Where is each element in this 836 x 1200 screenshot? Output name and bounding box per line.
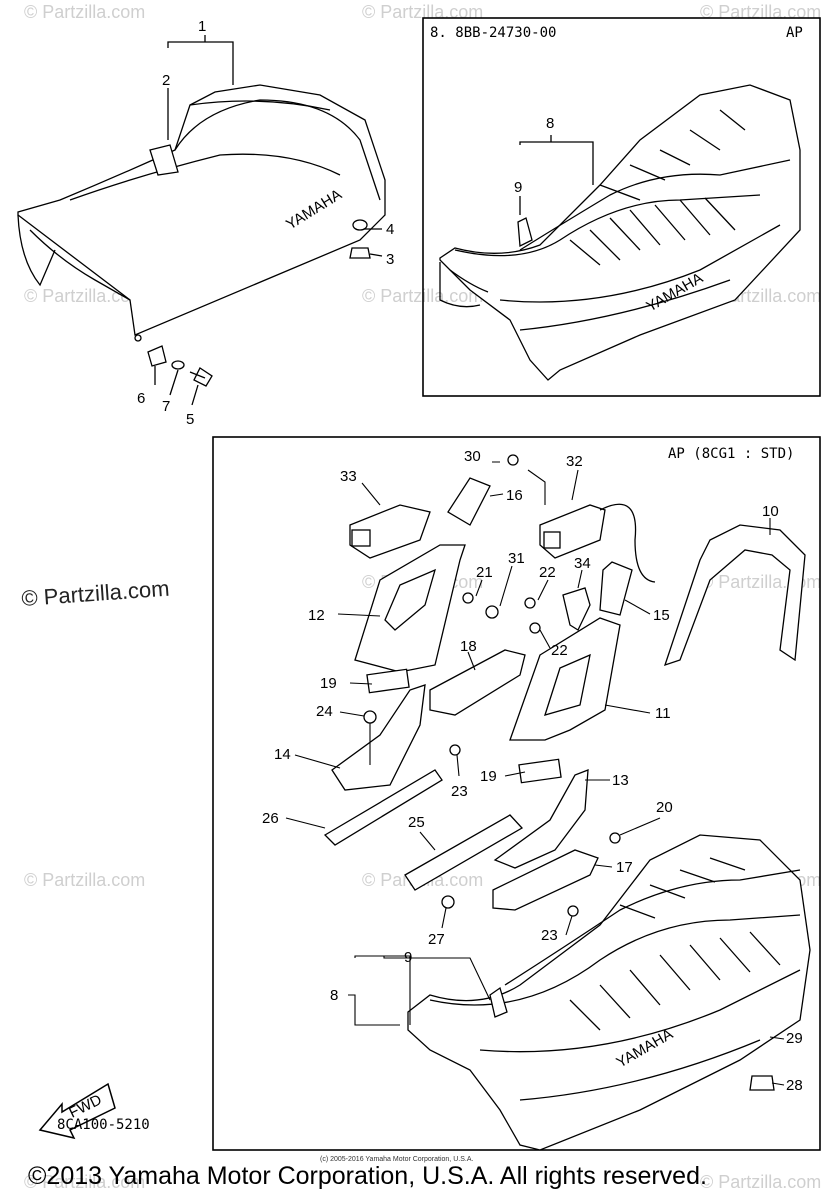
callout-9: 9: [404, 949, 412, 966]
callout-10: 10: [762, 503, 779, 520]
callout-8: 8: [330, 987, 338, 1004]
callouts: 1 2 3 4 5 6 7 8 9 30 32 33 16 10 21 31 2…: [137, 18, 803, 1094]
callout-32: 32: [566, 453, 583, 470]
callout-13: 13: [612, 772, 629, 789]
callout-14: 14: [274, 746, 291, 763]
callout-19: 19: [320, 675, 337, 692]
callout-18: 18: [460, 638, 477, 655]
watermark-text: © Partzilla.com: [362, 2, 483, 22]
fine-print: (c) 2005-2016 Yamaha Motor Corporation, …: [320, 1156, 474, 1163]
callout-1: 1: [198, 18, 206, 35]
inset-bottom-tag: AP (8CG1 : STD): [668, 446, 794, 462]
callout-4: 4: [386, 221, 394, 238]
watermark-text: © Partzilla.com: [24, 870, 145, 890]
inset-part-ref: 8. 8BB-24730-00: [430, 25, 556, 41]
callout-24: 24: [316, 703, 333, 720]
callout-23: 23: [451, 783, 468, 800]
diagram-code: 8CA100-5210: [57, 1117, 150, 1133]
callout-3: 3: [386, 251, 394, 268]
watermark-text: © Partzilla.com: [700, 2, 821, 22]
seat-assembly-top-left: YAMAHA: [17, 35, 386, 406]
callout-17: 17: [616, 859, 633, 876]
callout-15: 15: [653, 607, 670, 624]
callout-20: 20: [656, 799, 673, 816]
callout-27: 27: [428, 931, 445, 948]
callout-25: 25: [408, 814, 425, 831]
watermark-main: © Partzilla.com: [21, 576, 171, 611]
watermark-text: © Partzilla.com: [24, 1172, 145, 1192]
inset-tag: AP: [786, 25, 803, 41]
callout-22: 22: [539, 564, 556, 581]
callout-21: 21: [476, 564, 493, 581]
callout-28: 28: [786, 1077, 803, 1094]
inset-bottom: AP (8CG1 : STD): [38, 436, 821, 1151]
callout-9: 9: [514, 179, 522, 196]
callout-6: 6: [137, 390, 145, 407]
callout-12: 12: [308, 607, 325, 624]
callout-23: 23: [541, 927, 558, 944]
copyright-footer: ©2013 Yamaha Motor Corporation, U.S.A. A…: [28, 1162, 707, 1190]
watermark-text: © Partzilla.com: [24, 2, 145, 22]
callout-19: 19: [480, 768, 497, 785]
callout-11: 11: [655, 705, 671, 722]
callout-31: 31: [508, 550, 525, 567]
callout-30: 30: [464, 448, 481, 465]
inset-top-right: 8. 8BB-24730-00 AP YAMAHA: [422, 17, 821, 397]
callout-33: 33: [340, 468, 357, 485]
callout-26: 26: [262, 810, 279, 827]
callout-34: 34: [574, 555, 591, 572]
callout-8: 8: [546, 115, 554, 132]
callout-2: 2: [162, 72, 170, 89]
watermark-text: © Partzilla.com: [700, 1172, 821, 1192]
callout-29: 29: [786, 1030, 803, 1047]
callout-7: 7: [162, 398, 170, 415]
callout-16: 16: [506, 487, 523, 504]
callout-5: 5: [186, 411, 194, 428]
callout-22: 22: [551, 642, 568, 659]
